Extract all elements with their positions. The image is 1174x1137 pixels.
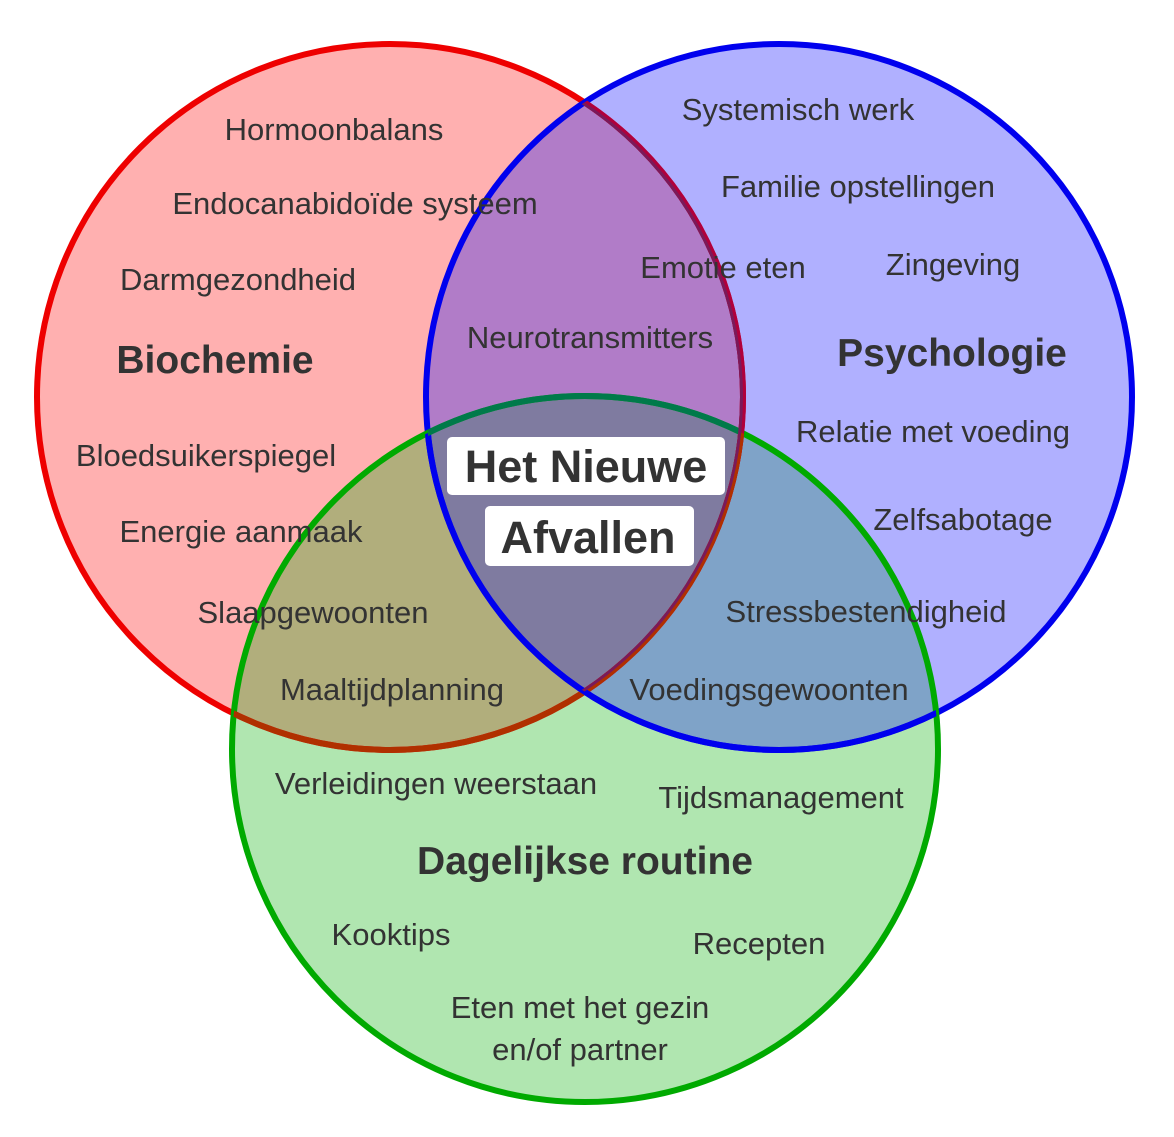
bio-item-hormoonbalans: Hormoonbalans: [225, 112, 444, 147]
psy-item-systemisch: Systemisch werk: [682, 92, 915, 127]
bio-item-bloedsuikerspiegel: Bloedsuikerspiegel: [76, 438, 336, 473]
center-label-line1: Het Nieuwe: [465, 441, 708, 492]
bio-item-darmgezondheid: Darmgezondheid: [120, 262, 356, 297]
routine-title: Dagelijkse routine: [417, 840, 753, 883]
psy-item-zingeving: Zingeving: [886, 247, 1020, 282]
psy-item-stress: Stressbestendigheid: [726, 594, 1007, 629]
overlap-item-neurotransmitters: Neurotransmitters: [467, 320, 713, 355]
center-label-line2: Afvallen: [500, 512, 675, 563]
center-label-box-2: [485, 506, 694, 566]
psy-item-zelfsabotage: Zelfsabotage: [873, 502, 1052, 537]
bio-title: Biochemie: [116, 339, 313, 382]
center-label-box-1: [447, 437, 725, 495]
routine-item-kooktips: Kooktips: [332, 917, 451, 952]
bio-item-slaapgewoonten: Slaapgewoonten: [198, 595, 429, 630]
psy-title: Psychologie: [837, 332, 1067, 375]
routine-item-eten-gezin: Eten met het gezin: [451, 990, 710, 1025]
overlap-item-emotie: Emotie eten: [640, 250, 805, 285]
routine-item-verleidingen: Verleidingen weerstaan: [275, 766, 597, 801]
psy-item-familie: Familie opstellingen: [721, 169, 995, 204]
overlap-item-maaltijdplanning: Maaltijdplanning: [280, 672, 504, 707]
routine-item-tijdsmanagement: Tijdsmanagement: [658, 780, 904, 815]
bio-item-energie: Energie aanmaak: [120, 514, 363, 549]
overlap-item-voedingsgewoonten: Voedingsgewoonten: [629, 672, 908, 707]
routine-item-recepten: Recepten: [693, 926, 826, 961]
psy-item-relatie: Relatie met voeding: [796, 414, 1070, 449]
bio-item-endocanabidoide: Endocanabidoïde systeem: [172, 186, 537, 221]
routine-item-partner: en/of partner: [492, 1032, 668, 1067]
